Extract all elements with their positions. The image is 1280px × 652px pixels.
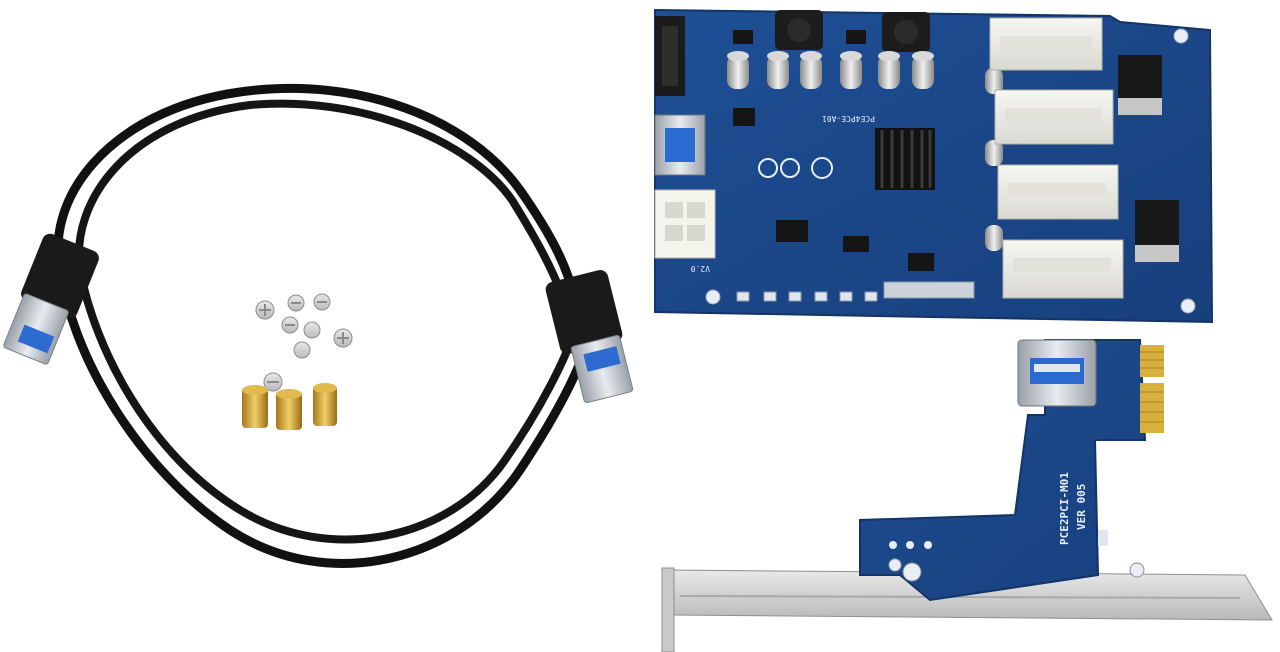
adapter-version-label: VER 005 (1075, 484, 1088, 530)
usb-plug-right-metal (570, 334, 634, 404)
brass-standoff (276, 389, 302, 430)
usb-plug-left-body (21, 233, 99, 319)
adapter-pcb (859, 339, 1147, 602)
pcie-slot (997, 164, 1119, 220)
adapter-model-label: PCE2PCI-M01 (1058, 472, 1071, 545)
usb-plug-right-blue-insert (583, 346, 621, 372)
certification-marks (758, 157, 833, 179)
pcie-adapter-card: PCE2PCI-M01 VER 005 (661, 339, 1273, 652)
capacitor (912, 51, 934, 89)
capacitor (878, 51, 900, 89)
led-row (736, 291, 878, 302)
usb-plug-left (3, 233, 99, 365)
inductor (775, 10, 823, 50)
pcie-slot (989, 17, 1103, 71)
pcie-slot (994, 89, 1114, 145)
capacitor (985, 140, 1003, 166)
screw (255, 300, 275, 320)
small-ics (733, 30, 934, 271)
usb-cable-wire (53, 83, 595, 568)
pcie-slot (1002, 239, 1124, 299)
capacitor (985, 225, 1003, 251)
screw (333, 328, 353, 348)
board-model-label: PCE4PCE-A01 (822, 114, 875, 123)
fcc-mark (811, 157, 833, 179)
molex-connector (654, 189, 716, 259)
capacitors (727, 51, 1003, 251)
usb-plug-left-metal (3, 293, 69, 365)
capacitor (727, 51, 749, 89)
gold-fingers (1140, 345, 1164, 433)
adapter-holes (888, 541, 1145, 582)
pin-header (883, 281, 975, 299)
board-version-label: V2.0 (691, 264, 710, 273)
screw (281, 316, 299, 334)
screw (263, 372, 283, 392)
mosfet (1135, 200, 1179, 262)
usb-plug-right-body (545, 270, 623, 354)
brass-standoff (242, 385, 268, 428)
usb-plug-right (545, 270, 634, 404)
expansion-board: PCE4PCE-A01 V2.0 (654, 8, 1214, 324)
capacitor (800, 51, 822, 89)
brass-standoff (313, 383, 337, 426)
usb-cable (3, 83, 634, 568)
screws-group (242, 293, 353, 430)
adapter-led (1098, 530, 1108, 546)
usb-plug-left-blue-insert (17, 324, 55, 354)
screw (313, 293, 331, 311)
screw (303, 321, 321, 339)
heatsink (875, 128, 935, 190)
inductor (882, 12, 930, 52)
capacitor (767, 51, 789, 89)
usb3-port-adapter (1017, 339, 1097, 407)
capacitor (840, 51, 862, 89)
mosfet (1118, 55, 1162, 115)
screw (287, 294, 305, 312)
ce-mark (758, 158, 778, 178)
usb-cable-wire-inner (74, 99, 579, 544)
screw (293, 341, 311, 359)
capacitor (985, 68, 1003, 94)
